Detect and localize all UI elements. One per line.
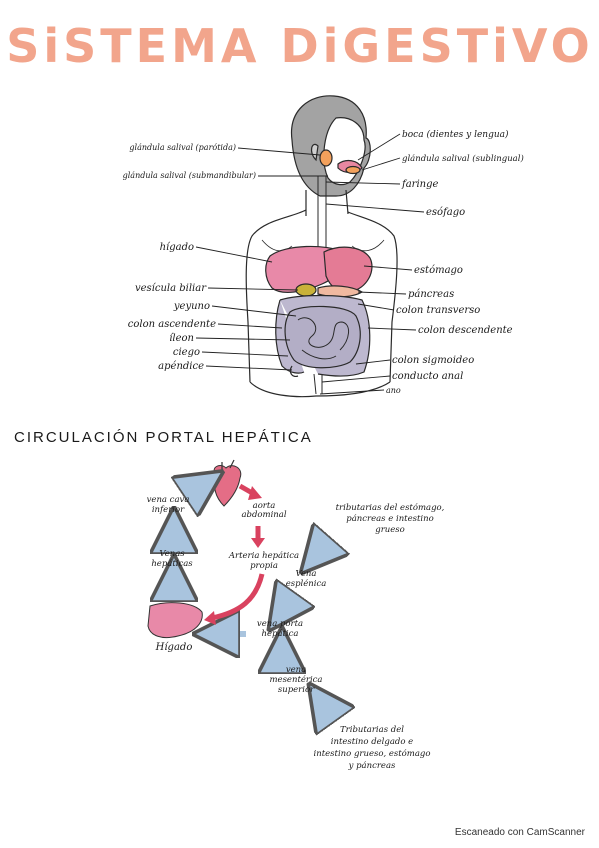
label-vena-cava-1: vena cava xyxy=(147,495,190,505)
label-hepatic-artery-2: propia xyxy=(250,561,278,571)
portal-liver-icon xyxy=(147,602,203,639)
ear xyxy=(310,143,319,162)
watermark: Escaneado con CamScanner xyxy=(454,827,585,838)
label-transverse-colon: colon transverso xyxy=(396,305,480,316)
label-ascending-colon: colon ascendente xyxy=(128,319,216,330)
label-pancreas: páncreas xyxy=(408,289,454,300)
anatomy-labels-left: glándula salival (parótida) glándula sal… xyxy=(123,143,256,372)
arrow-cava-to-heart xyxy=(186,484,204,496)
label-mouth: boca (dientes y lengua) xyxy=(402,129,509,140)
label-mesenteric-3: superior xyxy=(278,685,315,695)
section-title: CIRCULACIÓN PORTAL HEPÁTICA xyxy=(14,429,313,446)
esophagus xyxy=(317,176,327,252)
label-descending-colon: colon descendente xyxy=(418,325,513,336)
arrow-heart-to-aorta-head xyxy=(248,486,262,500)
portal-text: vena cava inferior aorta abdominal Venas… xyxy=(147,495,445,771)
label-anus: ano xyxy=(386,386,401,395)
label-mesenteric-2: mesentérica xyxy=(269,674,322,685)
torso-outline xyxy=(245,209,398,398)
label-portal-vein-2: hepática xyxy=(262,628,299,639)
blue-arrows xyxy=(174,484,332,716)
label-trib-bottom-1: Tributarias del xyxy=(340,725,404,735)
label-hepatic-veins-2: hepáticas xyxy=(151,558,193,569)
human-figure xyxy=(245,95,398,398)
label-appendix: apéndice xyxy=(158,361,204,372)
label-trib-bottom-4: y páncreas xyxy=(348,760,396,771)
label-trib-top-2: páncreas e intestino xyxy=(346,513,433,524)
label-mesenteric-1: vena xyxy=(286,665,306,675)
label-trib-bottom-3: intestino grueso, estómago xyxy=(314,748,431,759)
arrow-trib-to-splenic xyxy=(316,540,330,556)
label-trib-bottom-2: intestino delgado e xyxy=(331,737,413,747)
label-gallbladder: vesícula biliar xyxy=(135,283,207,294)
label-portal-liver: Hígado xyxy=(155,642,193,653)
anatomy-labels-right: boca (dientes y lengua) glándula salival… xyxy=(386,129,524,395)
label-aorta-1: aorta xyxy=(253,501,276,511)
anal-canal xyxy=(313,373,323,395)
label-trib-top-1: tributarias del estómago, xyxy=(336,502,445,513)
label-jejunum: yeyuno xyxy=(173,301,210,312)
arrow-aorta-to-artery-head xyxy=(251,538,265,548)
appendix-organ xyxy=(289,365,299,377)
label-trib-top-3: grueso xyxy=(375,525,405,535)
label-splenic-2: esplénica xyxy=(286,578,327,589)
label-aorta-2: abdominal xyxy=(241,510,286,520)
gallbladder-organ xyxy=(295,283,317,297)
parotid-gland xyxy=(319,149,333,167)
arrow-artery-to-liver xyxy=(211,573,265,621)
sublingual-gland xyxy=(345,165,361,175)
arrow-trib-to-mesenteric xyxy=(322,702,332,716)
label-cecum: ciego xyxy=(173,347,200,358)
arrow-splenic-to-portal xyxy=(282,598,292,612)
leader-lines xyxy=(195,133,425,395)
neck xyxy=(305,189,349,216)
portal-circulation: vena cava inferior aorta abdominal Venas… xyxy=(147,459,445,771)
label-parotid: glándula salival (parótida) xyxy=(129,143,236,152)
intestine-coils xyxy=(297,317,349,360)
label-vena-cava-2: inferior xyxy=(152,505,185,515)
label-submandibular: glándula salival (submandibular) xyxy=(123,171,256,180)
page-title: SiSTEMA DiGESTiVO xyxy=(6,19,594,73)
label-stomach: estómago xyxy=(414,265,463,276)
red-arrows xyxy=(204,483,265,625)
label-hepatic-veins-1: Venas xyxy=(159,549,185,559)
arrow-artery-to-liver-head xyxy=(204,611,216,625)
label-pharynx: faringe xyxy=(401,179,438,190)
label-splenic-1: Vena xyxy=(296,569,317,579)
label-anal-canal: conducto anal xyxy=(392,371,463,382)
label-liver: hígado xyxy=(160,242,194,253)
label-sublingual: glándula salival (sublingual) xyxy=(402,153,524,164)
label-ileum: íleon xyxy=(169,333,194,344)
label-hepatic-artery-1: Arteria hepática xyxy=(228,550,299,561)
label-portal-vein-1: vena porta xyxy=(257,619,303,629)
label-esophagus: esófago xyxy=(426,207,465,218)
label-sigmoid-colon: colon sigmoideo xyxy=(392,355,474,366)
heart-icon xyxy=(213,465,242,507)
